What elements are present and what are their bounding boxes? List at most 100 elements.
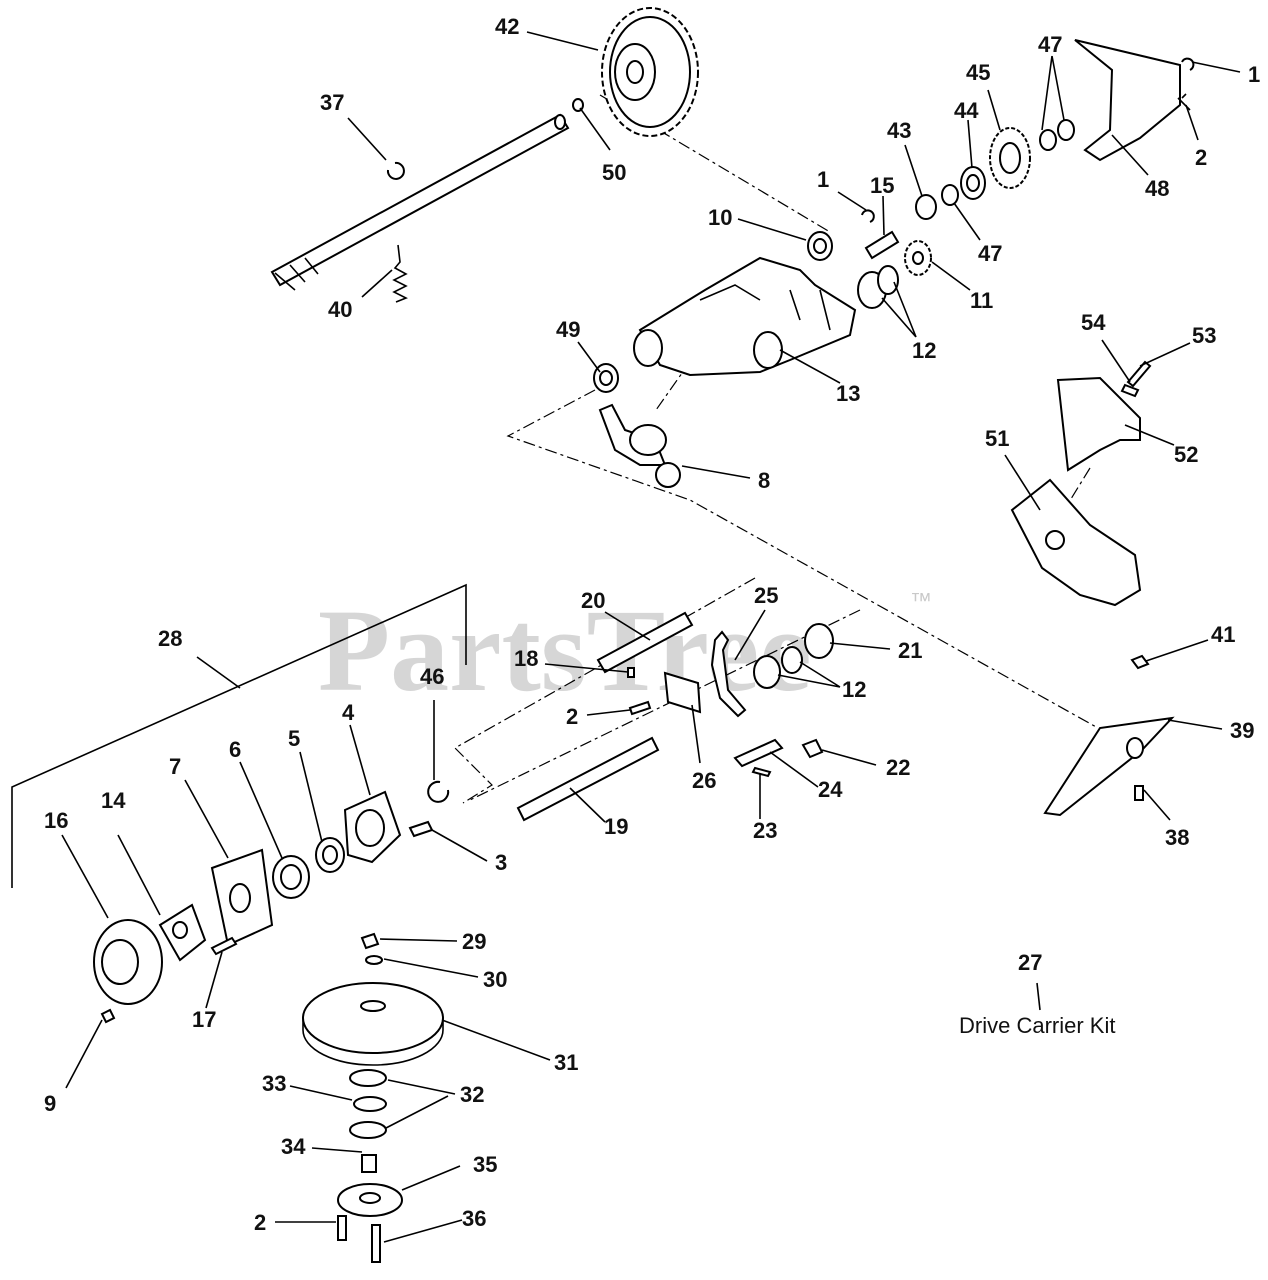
callout-12-mid: 12 bbox=[842, 677, 866, 702]
callout-44: 44 bbox=[954, 98, 979, 123]
nut-29 bbox=[360, 932, 380, 950]
callout-1-mid: 1 bbox=[817, 167, 829, 192]
callout-30: 30 bbox=[483, 967, 507, 992]
callout-25: 25 bbox=[754, 583, 778, 608]
callout-21: 21 bbox=[898, 638, 922, 663]
callout-2-mid: 2 bbox=[566, 704, 578, 729]
callout-39: 39 bbox=[1230, 718, 1254, 743]
callout-2-top: 2 bbox=[1195, 145, 1207, 170]
bolt-36 bbox=[371, 1224, 381, 1263]
ring-21 bbox=[804, 623, 834, 659]
plate-52 bbox=[1056, 376, 1141, 472]
callout-12-top: 12 bbox=[912, 338, 936, 363]
callout-26: 26 bbox=[692, 768, 716, 793]
clip-1-mid bbox=[861, 209, 875, 223]
clip-1-top bbox=[1181, 57, 1195, 71]
screw-2-top bbox=[1177, 93, 1191, 111]
callout-24: 24 bbox=[818, 777, 843, 802]
bracket-26 bbox=[663, 671, 702, 714]
bolt-17 bbox=[210, 936, 238, 956]
callout-6: 6 bbox=[229, 737, 241, 762]
axle-shaft-37 bbox=[270, 113, 570, 291]
ring-46 bbox=[427, 780, 450, 803]
callout-40: 40 bbox=[328, 297, 352, 322]
callout-4: 4 bbox=[342, 700, 355, 725]
callout-34: 34 bbox=[281, 1134, 306, 1159]
plate-4 bbox=[343, 790, 402, 864]
lever-25 bbox=[710, 630, 747, 718]
washer-30 bbox=[365, 955, 383, 965]
callout-46: 46 bbox=[420, 664, 444, 689]
sprocket-gear-42 bbox=[601, 7, 699, 137]
watermark-text: PartsTree bbox=[318, 585, 812, 716]
pin-15 bbox=[864, 230, 900, 260]
callout-53: 53 bbox=[1192, 323, 1216, 348]
callout-32: 32 bbox=[460, 1082, 484, 1107]
screw-2-mid bbox=[628, 700, 652, 716]
screw-53 bbox=[1126, 360, 1152, 388]
bushing-12b bbox=[753, 655, 781, 689]
link-24 bbox=[733, 738, 784, 768]
callout-27: 27 bbox=[1018, 950, 1042, 975]
cover-48 bbox=[1074, 39, 1181, 162]
gear-45 bbox=[989, 127, 1031, 189]
ring-12b bbox=[781, 646, 803, 674]
callout-10: 10 bbox=[708, 205, 732, 230]
nut-9 bbox=[100, 1008, 116, 1024]
callout-41: 41 bbox=[1211, 622, 1235, 647]
callout-47-mid: 47 bbox=[978, 241, 1002, 266]
housing-13 bbox=[633, 256, 857, 377]
leader-lines bbox=[61, 31, 1241, 1243]
pinion-gear-11 bbox=[904, 240, 932, 276]
callout-15: 15 bbox=[870, 173, 894, 198]
callout-11: 11 bbox=[970, 288, 993, 313]
callouts: 42 37 50 40 47 1 45 44 43 2 48 1 15 10 4… bbox=[44, 14, 1260, 1235]
callout-3: 3 bbox=[495, 850, 507, 875]
screw-38 bbox=[1134, 785, 1144, 801]
callout-5: 5 bbox=[288, 726, 300, 751]
callout-28: 28 bbox=[158, 626, 182, 651]
callout-54: 54 bbox=[1081, 310, 1106, 335]
callout-2-bottom: 2 bbox=[254, 1210, 266, 1235]
callout-43: 43 bbox=[887, 118, 911, 143]
callout-19: 19 bbox=[604, 814, 628, 839]
callout-14: 14 bbox=[101, 788, 126, 813]
spacer-34 bbox=[361, 1154, 377, 1173]
wheel-16 bbox=[93, 919, 163, 1005]
washer-47c bbox=[941, 184, 959, 206]
callout-36: 36 bbox=[462, 1206, 486, 1231]
callout-35: 35 bbox=[473, 1152, 497, 1177]
spring-40 bbox=[392, 244, 408, 303]
callout-16: 16 bbox=[44, 808, 68, 833]
callout-1-top: 1 bbox=[1248, 62, 1260, 87]
nut-22 bbox=[801, 738, 824, 759]
washer-33 bbox=[353, 1096, 387, 1112]
callout-47-top: 47 bbox=[1038, 32, 1062, 57]
callout-48: 48 bbox=[1145, 176, 1169, 201]
nut-41 bbox=[1130, 654, 1150, 670]
callout-8: 8 bbox=[758, 468, 770, 493]
washer-47b bbox=[1057, 119, 1075, 141]
callout-42: 42 bbox=[495, 14, 519, 39]
callout-49: 49 bbox=[556, 317, 580, 342]
callout-7: 7 bbox=[169, 754, 181, 779]
watermark-trademark: ™ bbox=[910, 588, 932, 613]
callout-18: 18 bbox=[514, 646, 538, 671]
drive-carrier-kit-label: Drive Carrier Kit bbox=[959, 1013, 1115, 1038]
callout-23: 23 bbox=[753, 818, 777, 843]
callout-51: 51 bbox=[985, 426, 1009, 451]
pulley-31 bbox=[302, 982, 444, 1066]
bearing-32a bbox=[349, 1069, 387, 1087]
screw-3 bbox=[408, 820, 434, 838]
ring-12a bbox=[877, 265, 899, 295]
pin-23 bbox=[751, 766, 772, 778]
callout-9: 9 bbox=[44, 1091, 56, 1116]
callout-20: 20 bbox=[581, 588, 605, 613]
callout-31: 31 bbox=[554, 1050, 578, 1075]
shaft-19 bbox=[516, 736, 660, 822]
kit-28-bracket bbox=[11, 583, 467, 888]
bracket-51 bbox=[1010, 478, 1142, 607]
callout-37: 37 bbox=[320, 90, 344, 115]
callout-17: 17 bbox=[192, 1007, 216, 1032]
